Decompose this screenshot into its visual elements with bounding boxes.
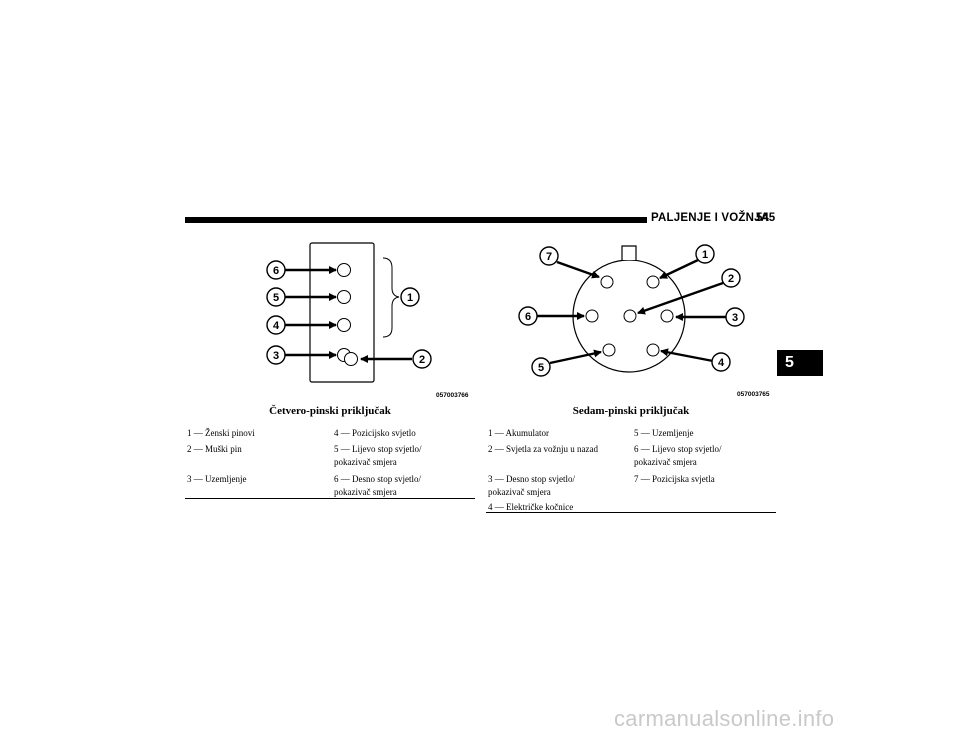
legend-item: 3 — Desno stop svjetlo/ (488, 474, 575, 484)
arrow-2 (637, 281, 724, 315)
legend-rule-left (185, 498, 475, 499)
seven-pin-socket-3 (660, 309, 674, 323)
legend-item: 1 — Ženski pinovi (187, 428, 255, 438)
callout-5: 5 (531, 357, 551, 377)
svg-text:7: 7 (546, 251, 552, 263)
svg-text:6: 6 (525, 311, 531, 323)
legend-item: 4 — Električke kočnice (488, 502, 574, 512)
figure-code-left: 057003766 (436, 392, 469, 399)
svg-text:1: 1 (702, 249, 708, 261)
four-pin-diagram: 6 5 4 3 1 2 (266, 242, 432, 383)
four-pin-socket-4 (337, 318, 351, 332)
callout-3: 3 (266, 345, 286, 365)
callout-7: 7 (539, 246, 559, 266)
svg-text:5: 5 (538, 362, 544, 374)
callout-4: 4 (266, 315, 286, 335)
callout-4: 4 (711, 352, 731, 372)
svg-text:2: 2 (419, 354, 425, 366)
seven-pin-socket-7 (600, 275, 614, 289)
svg-text:4: 4 (273, 320, 280, 332)
watermark: carmanualsonline.info (614, 706, 835, 731)
legend-item: 2 — Svjetla za vožnju u nazad (488, 444, 598, 454)
legend-item: 4 — Pozicijsko svjetlo (334, 428, 416, 438)
seven-pin-diagram: 7 1 2 6 3 5 4 (518, 244, 745, 377)
seven-pin-socket-6 (585, 309, 599, 323)
callout-3: 3 (725, 307, 745, 327)
callout-2: 2 (721, 268, 741, 288)
arrow-1 (659, 258, 699, 280)
legend-rule-right (486, 512, 776, 513)
legend-item: 6 — Lijevo stop svjetlo/ (634, 444, 722, 454)
seven-pin-socket-4 (646, 343, 660, 357)
svg-text:2: 2 (728, 273, 734, 285)
svg-text:4: 4 (718, 357, 725, 369)
figure-code-right: 057003765 (737, 391, 770, 398)
section-title: PALJENJE I VOŽNJA (651, 212, 770, 224)
svg-text:3: 3 (732, 312, 738, 324)
legend-item-continuation: pokazivač smjera (488, 487, 551, 497)
arrow-4 (660, 348, 714, 363)
legend-item: 2 — Muški pin (187, 444, 242, 454)
page-number: 545 (756, 212, 776, 224)
chapter-tab: 5 (777, 350, 823, 376)
header-rule (185, 217, 647, 223)
legend-item-continuation: pokazivač smjera (634, 457, 697, 467)
svg-text:6: 6 (273, 265, 279, 277)
legend-item: 5 — Uzemljenje (634, 428, 694, 438)
legend-item: 7 — Pozicijska svjetla (634, 474, 715, 484)
four-pin-male-pin-front (344, 352, 358, 366)
legend-item-continuation: pokazivač smjera (334, 487, 397, 497)
callout-2: 2 (412, 349, 432, 369)
legend-item: 3 — Uzemljenje (187, 474, 247, 484)
caption-seven-pin: Sedam-pinski priključak (572, 405, 690, 417)
seven-pin-key (621, 245, 637, 260)
four-pin-body (309, 242, 375, 383)
svg-text:5: 5 (273, 292, 279, 304)
legend-item: 6 — Desno stop svjetlo/ (334, 474, 421, 484)
legend-item: 1 — Akumulator (488, 428, 549, 438)
chapter-number: 5 (785, 354, 794, 371)
svg-text:1: 1 (407, 292, 413, 304)
seven-pin-socket-1 (646, 275, 660, 289)
arrow-5 (549, 349, 602, 365)
callout-6: 6 (266, 260, 286, 280)
four-pin-socket-5 (337, 290, 351, 304)
arrow-7 (556, 260, 600, 279)
callout-6: 6 (518, 306, 538, 326)
legend-item: 5 — Lijevo stop svjetlo/ (334, 444, 422, 454)
callout-1: 1 (695, 244, 715, 264)
four-pin-socket-6 (337, 263, 351, 277)
female-pins-bracket (382, 257, 400, 338)
seven-pin-socket-5 (602, 343, 616, 357)
seven-pin-socket-2 (623, 309, 637, 323)
callout-5: 5 (266, 287, 286, 307)
caption-four-pin: Četvero-pinski priključak (269, 405, 391, 417)
svg-text:3: 3 (273, 350, 279, 362)
legend-item-continuation: pokazivač smjera (334, 457, 397, 467)
callout-1: 1 (400, 287, 420, 307)
